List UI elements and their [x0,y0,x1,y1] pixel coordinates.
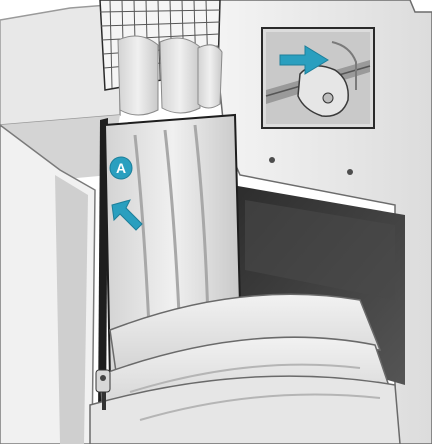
detail-inset [262,28,374,128]
circle-letter-icon: A [110,157,132,179]
headrests [118,36,222,115]
callout-label: A [116,160,126,176]
